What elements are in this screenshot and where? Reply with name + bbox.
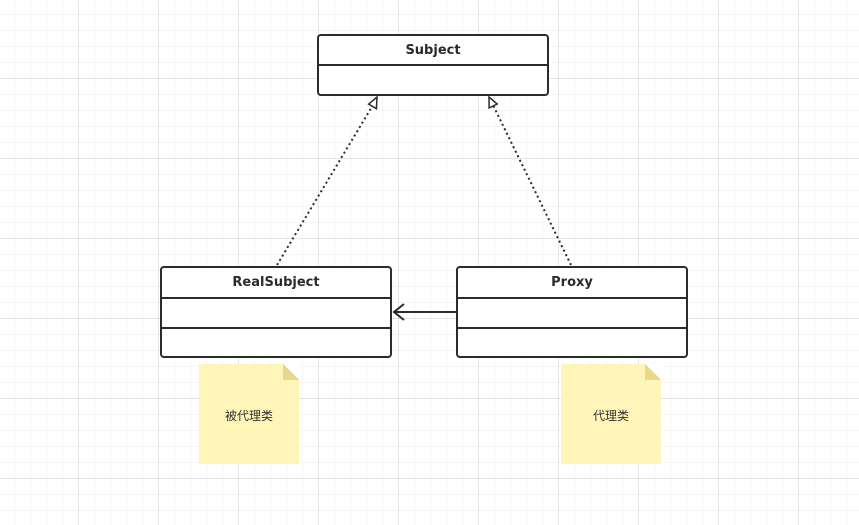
note-fold-corner xyxy=(283,364,299,380)
class-realsubject-attributes xyxy=(162,297,390,327)
class-realsubject-name: RealSubject xyxy=(232,275,320,290)
class-proxy-methods xyxy=(458,326,686,357)
realization-line-proxy[interactable] xyxy=(492,104,572,266)
class-realsubject-methods xyxy=(162,326,390,357)
realization-line-realsubject[interactable] xyxy=(276,104,374,266)
note-realsubject[interactable]: 被代理类 xyxy=(199,364,299,464)
class-subject-name: Subject xyxy=(405,42,461,58)
class-proxy-name: Proxy xyxy=(551,275,593,290)
class-realsubject[interactable]: RealSubject xyxy=(160,266,392,358)
class-proxy-attributes xyxy=(458,297,686,327)
class-proxy[interactable]: Proxy xyxy=(456,266,688,358)
realization-arrowhead-realsubject xyxy=(367,95,378,110)
realization-arrowhead-proxy xyxy=(488,95,499,110)
class-subject-attributes xyxy=(319,64,547,94)
note-proxy[interactable]: 代理类 xyxy=(561,364,661,464)
class-subject[interactable]: Subject xyxy=(317,34,549,96)
association-arrowhead xyxy=(392,303,405,321)
note-proxy-text: 代理类 xyxy=(592,408,629,423)
note-realsubject-text: 被代理类 xyxy=(224,408,273,423)
note-fold-corner xyxy=(645,364,661,380)
